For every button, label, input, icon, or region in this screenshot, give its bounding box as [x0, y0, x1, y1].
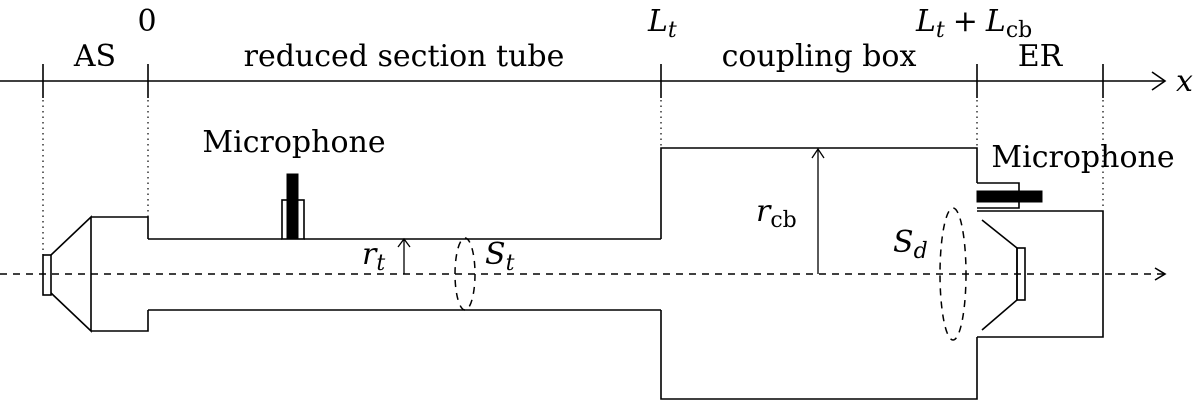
tick-label-lt-plus-lcb: Lt+Lcb [915, 4, 1032, 43]
section-label-reduced-tube: reduced section tube [244, 39, 565, 74]
coupling-box-cross-section [939, 207, 967, 341]
label-r-cb: rcb [756, 194, 797, 233]
centre-line-arrowhead [1154, 267, 1167, 281]
label-r-t: rt [362, 237, 385, 276]
coupling-box-upper [660, 147, 978, 239]
radius-tube-arrowhead [397, 237, 411, 248]
x-axis: x [0, 64, 1193, 99]
microphone-tube: Microphone [202, 125, 386, 240]
reduced-section-tube [148, 237, 661, 311]
er-housing [977, 210, 1104, 338]
source-cone [50, 215, 92, 333]
microphone-label-left: Microphone [202, 125, 385, 160]
label-s-d: Sd [893, 225, 928, 264]
section-label-er: ER [1018, 39, 1064, 74]
er-driver-plate [1016, 247, 1026, 301]
tick-label-zero: 0 [137, 4, 156, 39]
microphone-body [286, 173, 299, 240]
er-cone [981, 219, 1018, 331]
tube-cross-section [454, 237, 476, 311]
x-axis-variable: x [1176, 64, 1193, 99]
source-body-top [91, 216, 149, 239]
source-body-bottom [91, 310, 149, 332]
section-ticks [42, 64, 1104, 98]
microphone-label-right: Microphone [991, 140, 1174, 175]
section-label-coupling-box: coupling box [722, 39, 917, 74]
label-s-t: St [485, 237, 515, 276]
source-driver-plate [42, 254, 52, 296]
section-label-as: AS [73, 39, 116, 74]
radius-box-arrowhead [811, 147, 825, 159]
ear-receiver: Microphone [976, 140, 1175, 338]
coupling-box-lower [660, 310, 978, 400]
boundary-guides [42, 100, 1104, 255]
x-axis-arrowhead [1151, 71, 1167, 91]
centre-axis [0, 267, 1167, 281]
acoustic-source [42, 215, 149, 333]
tick-label-lt: Lt [647, 4, 677, 43]
microphone-body-right [976, 190, 1043, 203]
radius-tube-annotation: rt St [362, 237, 515, 276]
coupling-box: rcb Sd [660, 147, 978, 400]
